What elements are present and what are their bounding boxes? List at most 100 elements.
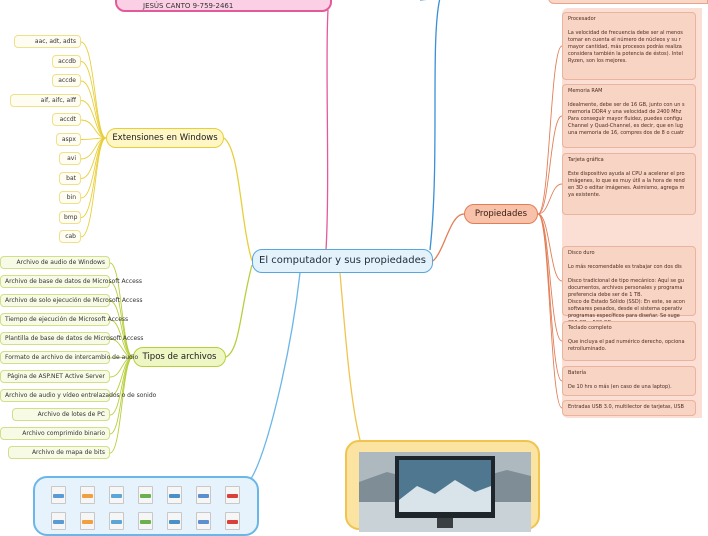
file-type-badge [111,494,122,498]
extension-item[interactable]: aspx [56,132,81,146]
file-type-badge [198,494,209,498]
property-body: Idealmente, debe ser de 16 GB, junto con… [568,102,685,136]
file-type-icon [80,486,95,504]
file-type-badge [227,494,238,498]
file-type-badge [82,520,93,524]
extension-item[interactable]: cab [59,230,81,243]
property-body: De 10 hrs o más (en caso de una laptop). [568,384,672,390]
file-type-item[interactable]: Plantilla de base de datos de Microsoft … [0,332,143,345]
file-type-badge [169,520,180,524]
file-type-icon [138,486,153,504]
extensiones-branch-label: Extensiones en Windows [112,133,218,143]
file-type-icon [109,512,124,530]
file-type-badge [82,494,93,498]
file-type-icon [80,512,95,530]
file-type-icon [51,512,66,530]
file-type-item[interactable]: Formato de archivo de intercambio de aud… [0,351,138,364]
extension-item[interactable]: aif, aifc, aiff [10,93,81,107]
extensiones-branch[interactable]: Extensiones en Windows [106,128,224,148]
computer-image-node[interactable] [345,440,540,532]
file-type-badge [111,520,122,524]
property-connector [537,213,563,382]
extension-item[interactable]: bin [59,191,81,204]
property-body: La velocidad de frecuencia debe ser al m… [568,30,683,64]
central-topic[interactable]: El computador y sus propiedades [252,249,433,273]
property-title: Teclado completo [568,325,612,331]
extension-connector [80,137,107,199]
file-type-icon [225,512,240,530]
property-item[interactable]: Procesador La velocidad de frecuencia deb… [562,12,696,80]
file-type-icon [138,512,153,530]
property-connector [537,213,563,282]
property-connector [537,183,563,215]
extension-item[interactable]: accde [52,74,81,87]
file-type-badge [140,520,151,524]
property-title: Tarjeta gráfica [568,157,604,163]
property-title: Entradas USB 3.0, multilector de tarjeta… [568,404,684,410]
file-type-badge [140,494,151,498]
propiedades-branch[interactable]: Propiedades [464,204,538,224]
file-type-icon [167,486,182,504]
property-item[interactable]: Batería De 10 hrs o más (en caso de una l… [562,366,696,396]
extension-item[interactable]: accdb [52,54,81,68]
property-connector [537,213,563,409]
file-type-badge [198,520,209,524]
file-type-icon [196,512,211,530]
file-type-item[interactable]: Archivo de mapa de bits [7,446,110,459]
extension-connector [80,61,107,139]
computer-photo [359,452,531,532]
file-type-badge [169,494,180,498]
file-type-badge [53,520,64,524]
author-box[interactable]: JESÚS CANTO 9-759-2461 [115,0,332,12]
extension-item[interactable]: avi [59,152,81,165]
central-topic-label: El computador y sus propiedades [259,255,426,266]
connector-lines [80,0,563,481]
file-type-icon [167,512,182,530]
file-type-badge [227,520,238,524]
file-type-item[interactable]: Archivo de audio y vídeo entrelazados o … [0,389,156,402]
file-type-icon [109,486,124,504]
extension-connector [80,137,107,238]
file-type-item[interactable]: Archivo de solo ejecución de Microsoft A… [0,294,142,307]
file-type-item[interactable]: Archivo de lotes de PC [11,408,110,421]
extension-connector [80,80,107,139]
file-type-connector [109,338,134,358]
extension-item[interactable]: aac, adt, adts [14,35,81,48]
property-item[interactable]: Entradas USB 3.0, multilector de tarjeta… [562,400,696,416]
file-type-connector [109,319,134,358]
author-label: JESÚS CANTO 9-759-2461 [143,2,234,10]
file-type-icon [225,486,240,504]
file-type-item[interactable]: Archivo de audio de Windows [0,256,110,269]
property-title: Disco duro [568,250,595,256]
property-body: Este dispositivo ayuda al CPU a acelerar… [568,171,685,198]
extension-connector [80,41,107,139]
property-connector [537,213,563,342]
tipos-branch-label: Tipos de archivos [142,352,217,362]
propiedades-branch-label: Propiedades [474,209,528,219]
top-right-node[interactable] [548,0,708,4]
tipos-branch[interactable]: Tipos de archivos [133,347,226,367]
property-item[interactable]: Memoria RAM Idealmente, debe ser de 16 GB… [562,84,696,148]
file-type-item[interactable]: Página de ASP.NET Active Server [0,370,110,383]
property-connector [537,115,563,215]
file-type-item[interactable]: Archivo de base de datos de Microsoft Ac… [0,275,142,288]
file-type-item[interactable]: Archivo comprimido binario [0,427,110,440]
property-connector [537,45,563,215]
property-title: Procesador [568,16,596,22]
file-type-icon [196,486,211,504]
property-title: Batería [568,370,587,376]
file-icons-node[interactable] [33,476,259,536]
property-title: Memoria RAM [568,88,603,94]
file-type-connector [109,356,134,454]
file-type-connector [109,300,134,358]
file-type-badge [53,494,64,498]
extension-item[interactable]: bat [59,171,81,185]
file-type-item[interactable]: Tiempo de ejecución de Microsoft Access [0,313,128,326]
file-type-icon [51,486,66,504]
extension-item[interactable]: accdt [52,113,81,126]
extension-item[interactable]: bmp [59,210,81,224]
property-body: Que incluya el pad numérico derecho, opc… [568,339,685,352]
